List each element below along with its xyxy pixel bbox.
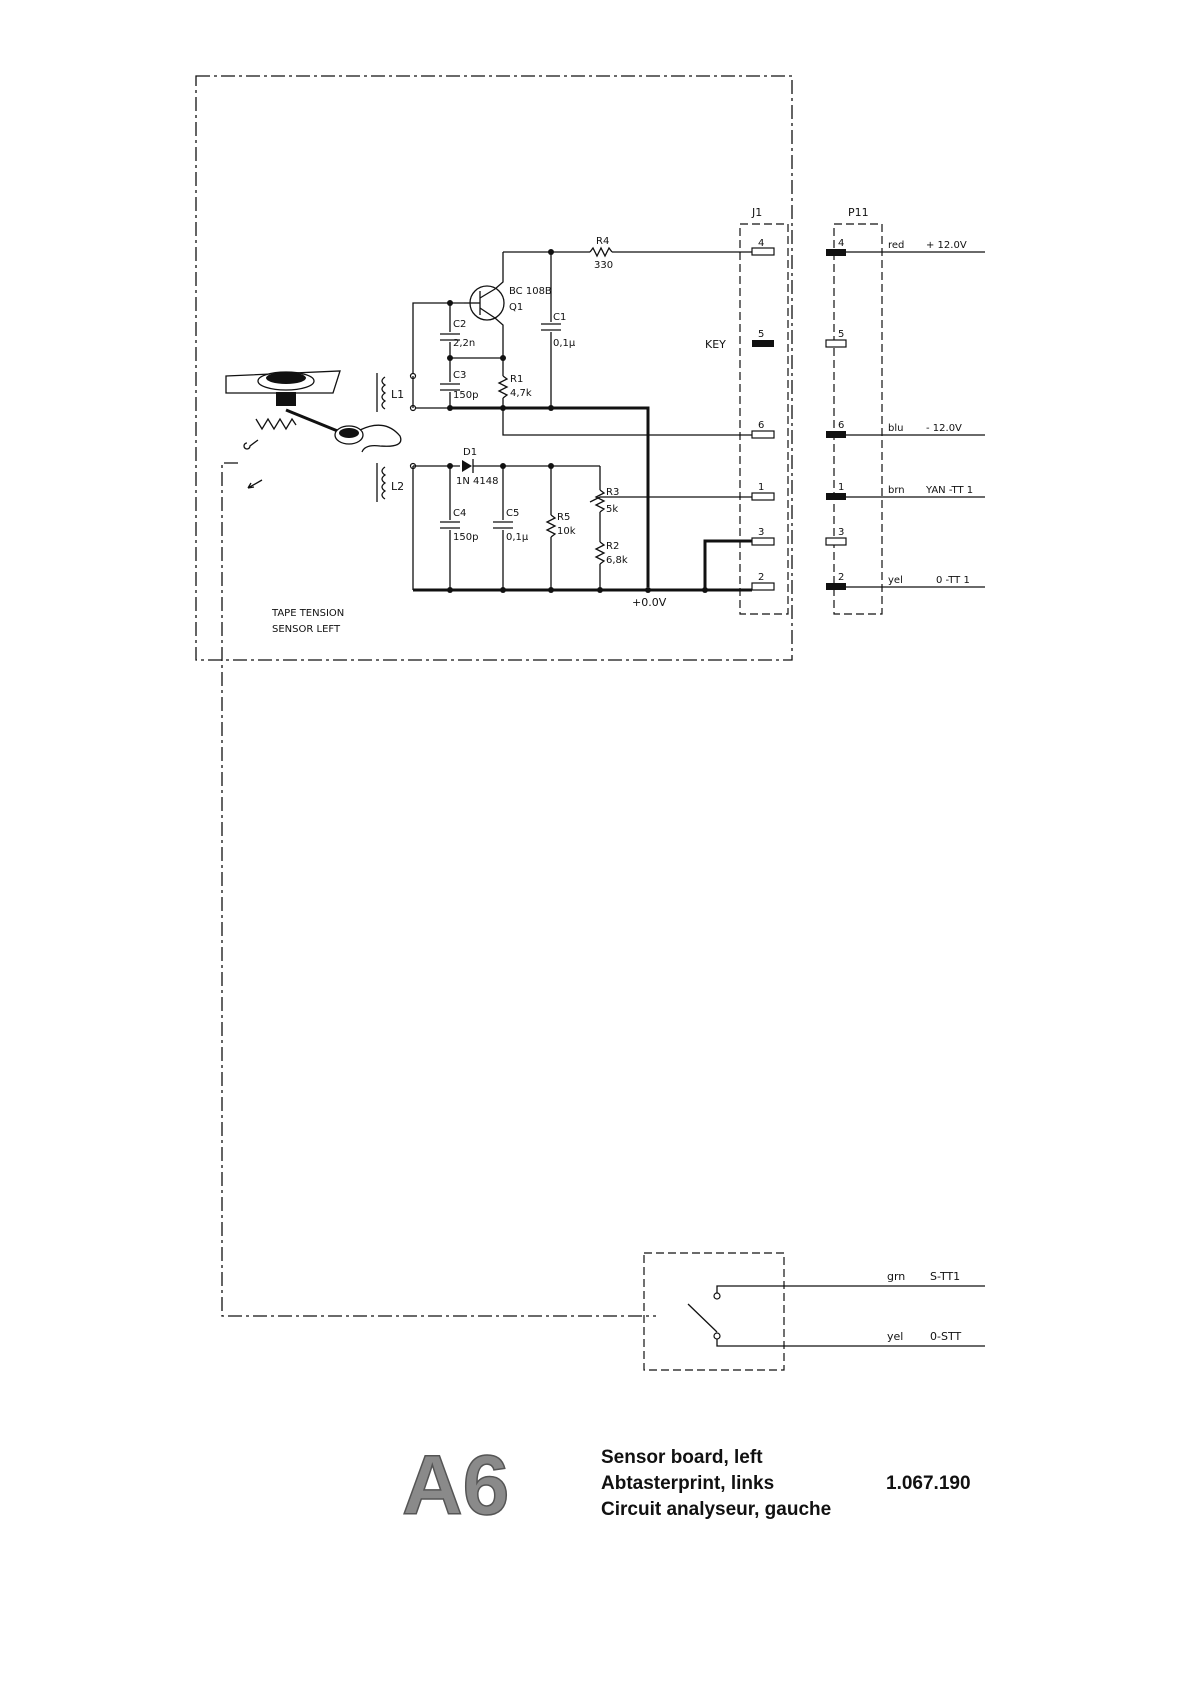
- q1-name: Q1: [509, 302, 523, 313]
- connector-p11-box: [833, 223, 883, 615]
- r2-value: 6,8k: [606, 555, 628, 566]
- d1-diode: [462, 460, 472, 472]
- wire-yel-signal: 0 -TT 1: [936, 575, 970, 586]
- c4-name: C4: [453, 508, 466, 519]
- tape-tension-sensor-illustration: [225, 370, 402, 489]
- r3-potentiometer: [594, 489, 606, 513]
- p11-pin-4: 4: [838, 238, 844, 249]
- switch-box: [643, 1252, 785, 1371]
- title-line-french: Circuit analyseur, gauche: [601, 1499, 831, 1520]
- connector-j1-box: [739, 223, 789, 615]
- wire-blu-color: blu: [888, 423, 903, 434]
- wire-brn-signal: YAN -TT 1: [925, 485, 973, 496]
- wire-red-color: red: [888, 240, 904, 251]
- r4-resistor: [589, 246, 613, 258]
- l1-label: L1: [391, 388, 404, 401]
- r1-name: R1: [510, 374, 523, 385]
- c1-name: C1: [553, 312, 566, 323]
- wire-blu-signal: - 12.0V: [926, 423, 962, 434]
- connector-p11-label: P11: [848, 206, 869, 219]
- mechanical-linkage-line: [221, 462, 656, 1317]
- j1-pin-1: 1: [758, 482, 764, 493]
- d1-name: D1: [463, 447, 477, 458]
- r1-value: 4,7k: [510, 388, 532, 399]
- c3-name: C3: [453, 370, 466, 381]
- j1-pin-6: 6: [758, 420, 764, 431]
- ground-label: +0.0V: [632, 596, 667, 609]
- r3-value: 5k: [606, 504, 618, 515]
- title-line-german: Abtasterprint, links: [601, 1473, 774, 1494]
- p11-pin-3: 3: [838, 527, 844, 538]
- r5-resistor: [545, 514, 557, 538]
- p11-pin-2: 2: [838, 572, 844, 583]
- title-line-english: Sensor board, left: [601, 1447, 763, 1468]
- c4-value: 150p: [453, 532, 478, 543]
- wire-yel-color: yel: [888, 575, 903, 586]
- c5-name: C5: [506, 508, 519, 519]
- c3-value: 150p: [453, 390, 478, 401]
- sensor-label-line2: SENSOR LEFT: [272, 624, 341, 635]
- drawing-code: A6: [402, 1438, 509, 1532]
- p11-pin-1: 1: [838, 482, 844, 493]
- switch-wire-yel-color: yel: [887, 1330, 903, 1343]
- r1-resistor: [497, 375, 509, 399]
- r5-value: 10k: [557, 526, 576, 537]
- r2-resistor: [594, 541, 606, 565]
- wire-red-signal: + 12.0V: [926, 240, 967, 251]
- c1-value: 0,1µ: [553, 338, 576, 349]
- c5-value: 0,1µ: [506, 532, 529, 543]
- j1-pin-5: 5: [758, 329, 764, 340]
- r4-value: 330: [594, 260, 613, 271]
- r4-name: R4: [596, 236, 609, 247]
- p11-pins: [825, 249, 847, 590]
- j1-key-label: KEY: [705, 338, 726, 351]
- c2-value: 2,2n: [453, 338, 475, 349]
- board-outline: [195, 75, 793, 661]
- q1-type: BC 108B: [509, 286, 552, 297]
- switch-contact: [687, 1303, 718, 1333]
- wire-brn-color: brn: [888, 485, 905, 496]
- sensor-label-line1: TAPE TENSION: [271, 608, 344, 619]
- j1-pin-3: 3: [758, 527, 764, 538]
- p11-pin-5: 5: [838, 329, 844, 340]
- r3-name: R3: [606, 487, 619, 498]
- l2-label: L2: [391, 480, 404, 493]
- switch-wire-grn-color: grn: [887, 1270, 905, 1283]
- j1-pins: [751, 247, 775, 591]
- r5-name: R5: [557, 512, 570, 523]
- p11-pin-6: 6: [838, 420, 844, 431]
- d1-value: 1N 4148: [456, 476, 498, 487]
- switch-wire-grn-signal: S-TT1: [930, 1270, 960, 1283]
- j1-pin-2: 2: [758, 572, 764, 583]
- switch-wire-yel-signal: 0-STT: [930, 1330, 961, 1343]
- connector-j1-label: J1: [751, 206, 762, 219]
- part-number: 1.067.190: [886, 1473, 971, 1494]
- c2-name: C2: [453, 319, 466, 330]
- r2-name: R2: [606, 541, 619, 552]
- j1-pin-4: 4: [758, 238, 764, 249]
- l1-coil: [381, 376, 387, 410]
- l2-coil: [381, 466, 387, 500]
